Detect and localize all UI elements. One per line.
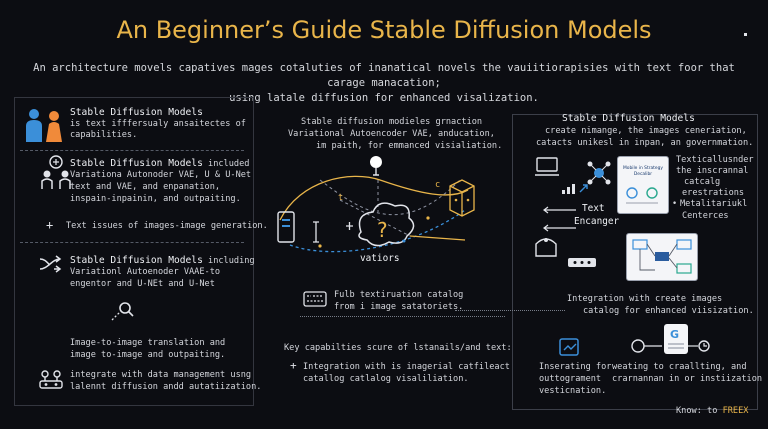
section-text: is text ifffersualy ansaitectes of (70, 119, 246, 129)
center-text: Stable diffusion modieles grnaction (301, 117, 483, 127)
integration-text: Integration with create images (567, 294, 723, 304)
signal-chart-icon (562, 184, 588, 194)
footer-brand: FREEX (722, 406, 749, 416)
section-text: Variationl Autoenoder VAAE-to (70, 267, 221, 277)
side-text: the inscrannal (676, 166, 749, 176)
plus-icon: + (290, 359, 297, 372)
section-text: text and VAE, and enpanation, (70, 182, 221, 192)
right-heading: Stable Diffusion Models (562, 113, 695, 124)
bottom-right-text: weating to craallting, and (612, 362, 747, 372)
bottom-left-text: vesticnation. (539, 386, 607, 396)
strategy-card: Mobile in Strategy Decalibr (617, 156, 669, 214)
footer-prefix: Know: to (676, 406, 723, 416)
network-icon (587, 161, 611, 185)
section-text: image to-image and outpaiting. (70, 350, 226, 360)
center-text: im paith, for emmanced visialiation. (316, 141, 503, 151)
center-text: catallog catlalog visaliliation. (303, 374, 469, 384)
side-text: Texticallusnder (676, 155, 754, 165)
bottom-left-text: outtograment (539, 374, 602, 384)
center-text: Integration with is inagerial catfileact (303, 362, 510, 372)
subtitle-line: using latale diffusion for enhanced visa… (229, 92, 539, 104)
center-text: Fulb textiruation catalog (334, 290, 464, 300)
side-bullet: • (672, 199, 678, 209)
side-text: catcalg (684, 177, 721, 187)
section-text: Stable Diffusion Models including (70, 255, 255, 268)
section-heading: Stable Diffusion Models (70, 158, 203, 169)
section-heading: Stable Diffusion Models (70, 107, 203, 118)
diagram-label-t: t (338, 193, 344, 203)
connector-line (455, 310, 565, 311)
encoder-arrows (543, 206, 576, 232)
divider (20, 150, 244, 151)
plus-icon: + (46, 218, 54, 232)
footer: Know: to FREEX (676, 406, 748, 418)
side-text: Metalitariukl (680, 199, 748, 209)
encoder-label: Text (582, 203, 605, 214)
section-heading: Stable Diffusion Models (70, 255, 203, 266)
section-text: engentor and U-NEt and U-Net (70, 279, 215, 289)
shuffle-icon (39, 255, 62, 273)
subtitle: An architecture movels capatives mages c… (30, 61, 738, 106)
joystick-icon (39, 370, 63, 389)
diffusion-flow-diagram: ? (277, 156, 475, 253)
section-text: Variationa Autonoder VAE, U & U-Net (70, 170, 252, 180)
flowchart-icon (632, 239, 692, 274)
section-text: lalennt diffusion andd autatiization. (70, 382, 262, 392)
right-text: catacts unikesl in inpan, an governmatio… (536, 138, 754, 148)
search-icon (111, 302, 134, 321)
svg-text:?: ? (377, 218, 388, 242)
right-text: create nimange, the images ceneriation, (545, 126, 747, 136)
bullet-text: Text issues of images-image generation. (66, 221, 268, 231)
card-chart-icon (626, 187, 658, 204)
router-icon (568, 258, 596, 267)
family-icon (41, 155, 71, 189)
section-text: integrate with data management usng (70, 370, 252, 380)
building-icon (535, 238, 557, 257)
svg-text:G: G (670, 328, 679, 341)
card-title: Mobile in Strategy Decalibr (622, 166, 663, 177)
section-text: inspain-inpainin, and outpaiting. (70, 194, 241, 204)
divider (20, 242, 244, 243)
laptop-icon (535, 157, 559, 176)
vae-label: vatiors (360, 253, 400, 264)
section-text: Stable Diffusion Models included (70, 158, 249, 171)
center-text: from i image satatoriets. (334, 302, 464, 312)
side-text: Centerces (682, 211, 729, 221)
section-text: Image-to-image translation and (70, 338, 226, 348)
subtitle-line: An architecture movels capatives mages c… (33, 62, 735, 89)
flow-card (626, 233, 698, 281)
heading-suffix: including (202, 256, 255, 266)
center-text: Variational Autoencoder VAE, anducation, (288, 129, 495, 139)
bottom-left-text: Inserating for (539, 362, 612, 372)
connector-line (300, 316, 505, 317)
corner-mark (744, 33, 747, 36)
section-text: capabilities. (70, 130, 138, 140)
diagram-label-c: c (435, 180, 441, 190)
encoder-label: Encanger (574, 216, 620, 227)
right-panel-frame (512, 114, 758, 410)
side-text: erestrations (682, 188, 745, 198)
people-icon (26, 109, 62, 142)
left-panel-frame (14, 97, 254, 406)
link-icons: G (631, 324, 710, 354)
page-title: An Beginner’s Guide Stable Diffusion Mod… (116, 16, 652, 44)
integration-text: catalog for enhanced viisization. (583, 306, 754, 316)
catalog-icon (303, 291, 327, 307)
analytics-icon (559, 338, 579, 356)
heading-suffix: included (202, 159, 250, 169)
bottom-right-text: crarnannan in or instiization (612, 374, 763, 384)
center-text: Key capabilties scure of lstanails/and t… (284, 343, 512, 353)
